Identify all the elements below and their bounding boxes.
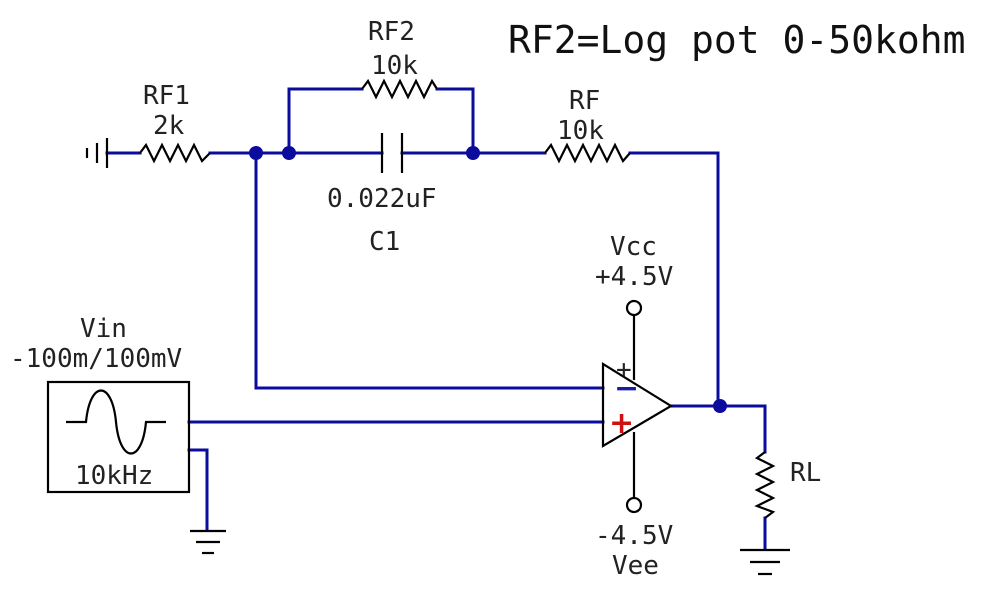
- vee-name: Vee: [612, 551, 659, 581]
- rf2-name: RF2: [368, 17, 415, 47]
- vin-name: Vin: [80, 314, 127, 344]
- wire-feedback-out: [628, 151, 720, 408]
- capacitor-c1-icon: [380, 133, 404, 173]
- junction-node-c: [466, 146, 480, 160]
- opamp-supply-sign: +: [616, 355, 632, 385]
- c1-value: 0.022uF: [327, 184, 437, 214]
- rl-name: RL: [790, 458, 821, 488]
- wire-vin-ground: [187, 448, 209, 532]
- rf-name: RF: [569, 86, 600, 116]
- junction-node-b: [282, 146, 296, 160]
- rf-value: 10k: [557, 116, 604, 146]
- wire-inverting-input: [254, 151, 605, 390]
- resistor-rf2-icon: [361, 78, 438, 100]
- vin-source-box: [46, 380, 191, 494]
- title-note: RF2=Log pot 0-50kohm: [508, 18, 966, 62]
- wires: [105, 87, 767, 550]
- vcc-terminal-icon: [625, 299, 643, 317]
- wire-rf2-right: [435, 87, 475, 155]
- vee-value: -4.5V: [595, 521, 673, 551]
- resistor-rl-icon: [754, 451, 776, 519]
- wire-rf2-left: [287, 87, 364, 155]
- resistor-rf1-icon: [139, 142, 211, 164]
- vin-frequency: 10kHz: [75, 461, 153, 491]
- ground-left-icon: [85, 138, 109, 168]
- junction-node-output: [713, 399, 727, 413]
- vcc-value: +4.5V: [595, 262, 673, 292]
- wire-output-rl: [669, 404, 767, 454]
- rf1-name: RF1: [143, 81, 190, 111]
- rf2-value: 10k: [371, 51, 418, 81]
- opamp-noninverting-sign: +: [609, 406, 634, 441]
- opamp-icon: [601, 362, 674, 448]
- vcc-name: Vcc: [610, 232, 657, 262]
- vee-terminal-icon: [625, 496, 643, 514]
- ground-rl-icon: [740, 548, 790, 576]
- vin-range: -100m/100mV: [10, 344, 182, 374]
- junction-node-a: [249, 146, 263, 160]
- ground-vin-icon: [190, 529, 226, 555]
- resistor-rf-icon: [544, 142, 631, 164]
- c1-name: C1: [369, 227, 400, 257]
- rf1-value: 2k: [153, 111, 185, 141]
- sine-wave-icon: [66, 389, 166, 455]
